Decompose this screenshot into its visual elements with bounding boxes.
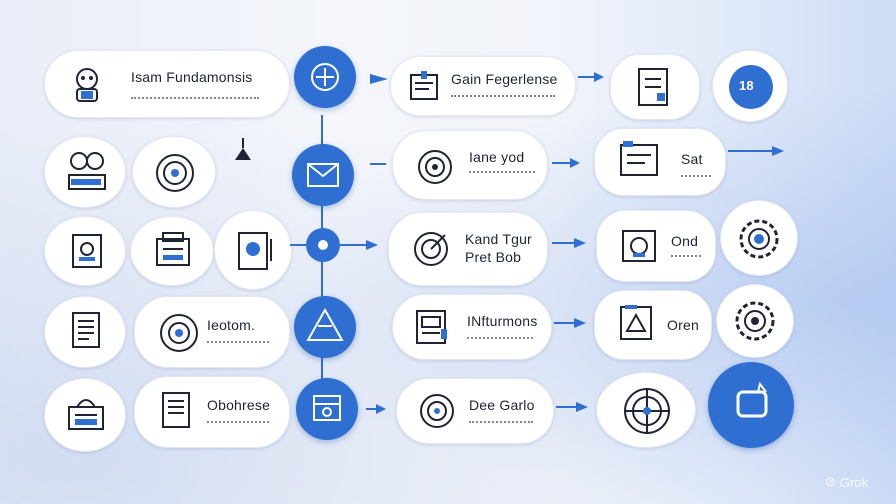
robot-icon — [76, 68, 98, 102]
card-deegarlo-subtext — [469, 421, 533, 428]
arrow-r2-b — [552, 158, 580, 168]
card-experience-subtext — [451, 95, 555, 102]
card-ond-title: Ond — [671, 233, 699, 249]
card-ond[interactable]: Ond — [596, 210, 716, 282]
grok-watermark: ⊘ Grok — [825, 474, 868, 490]
card-kand-title-2: Pret Bob — [465, 249, 522, 265]
step-node-1[interactable] — [294, 46, 356, 108]
target-icon — [414, 232, 448, 266]
book-icon — [156, 232, 190, 266]
card-kand-title-1: Kand Tgur — [465, 231, 532, 247]
document-icon — [416, 310, 447, 344]
arrow-r3-b — [552, 238, 586, 248]
target-icon — [420, 394, 454, 428]
arrow-r3-a — [290, 240, 378, 250]
grok-logo-icon: ⊘ — [824, 474, 836, 489]
card-obohrese-subtext — [207, 421, 269, 428]
camera-icon — [238, 232, 272, 270]
card-fundamentals-title: Isam Fundamonsis — [131, 69, 253, 85]
card-gear[interactable] — [720, 200, 798, 276]
card-media[interactable] — [44, 136, 126, 208]
card-lane-title: Iane yod — [469, 149, 525, 165]
target-icon — [418, 150, 452, 184]
document-icon — [620, 305, 652, 340]
arrow-r2-a — [370, 163, 386, 165]
card-sat-subtext — [681, 175, 711, 182]
document-icon — [72, 234, 102, 268]
step-node-4[interactable] — [294, 296, 356, 358]
card-device[interactable] — [214, 210, 292, 290]
book-icon — [162, 392, 190, 428]
target-icon — [160, 314, 198, 352]
target-icon — [156, 154, 194, 192]
arrow-r5-b — [556, 402, 588, 412]
card-lane-subtext — [469, 171, 535, 178]
card-id[interactable] — [44, 216, 126, 286]
card-experience-title: Gain Fegerlense — [451, 71, 558, 87]
arrow-r1-b — [578, 72, 604, 82]
card-oren[interactable]: Oren — [594, 290, 712, 360]
card-experience[interactable]: Gain Fegerlense — [390, 56, 576, 116]
card-kand[interactable]: Kand Tgur Pret Bob — [388, 212, 548, 286]
document-icon — [638, 68, 668, 106]
plus-icon — [311, 63, 339, 91]
document-icon — [620, 141, 658, 176]
card-deegarlo[interactable]: Dee Garlo — [396, 378, 554, 444]
card-lane[interactable]: Iane yod — [392, 130, 548, 200]
gear-icon — [739, 219, 779, 259]
step-node-3[interactable] — [306, 228, 340, 262]
camera-icon — [622, 230, 656, 262]
chat-node[interactable] — [708, 362, 794, 448]
card-target[interactable] — [132, 136, 216, 208]
step-node-2[interactable] — [292, 144, 354, 206]
card-informations-title: INfturmons — [467, 313, 538, 329]
card-gear-2[interactable] — [716, 284, 794, 358]
card-ieotom-subtext — [207, 341, 269, 348]
chat-icon — [736, 381, 768, 418]
badge-count-label: 18 — [739, 78, 754, 93]
badge-count[interactable]: 18 — [712, 50, 788, 122]
card-sat[interactable]: Sat — [594, 128, 726, 196]
card-ond-subtext — [671, 255, 701, 262]
arrow-r5-a — [366, 404, 386, 414]
card-report[interactable] — [610, 54, 700, 120]
arrow-r2-c — [728, 146, 784, 156]
card-sat-title: Sat — [681, 151, 703, 167]
card-informations[interactable]: INfturmons — [392, 294, 552, 360]
card-globe[interactable] — [596, 372, 696, 448]
gear-icon — [624, 388, 670, 434]
document-icon — [68, 399, 104, 430]
card-folder[interactable] — [44, 378, 126, 452]
arrow-r4-a — [554, 318, 586, 328]
card-ieotom-title: Ieotom. — [207, 317, 256, 333]
grok-watermark-label: Grok — [839, 474, 868, 490]
camera-icon — [68, 152, 106, 190]
card-fundamentals-subtext — [131, 97, 259, 104]
camera-icon — [313, 395, 341, 421]
alert-icon — [306, 307, 344, 341]
alert-icon — [235, 138, 251, 160]
mail-icon — [307, 163, 339, 187]
card-notes[interactable] — [44, 296, 126, 368]
card-oren-title: Oren — [667, 317, 699, 333]
card-deegarlo-title: Dee Garlo — [469, 397, 535, 413]
document-icon — [410, 71, 438, 100]
arrow-r1-a — [370, 74, 388, 84]
gear-icon — [735, 301, 775, 341]
card-book[interactable] — [130, 216, 214, 286]
card-fundamentals[interactable]: Isam Fundamonsis — [44, 50, 290, 118]
card-ieotom[interactable]: Ieotom. — [134, 296, 290, 368]
card-obohrese-title: Obohrese — [207, 397, 271, 413]
card-obohrese[interactable]: Obohrese — [134, 376, 290, 448]
step-node-5[interactable] — [296, 378, 358, 440]
document-icon — [72, 312, 100, 348]
card-informations-subtext — [467, 337, 533, 344]
